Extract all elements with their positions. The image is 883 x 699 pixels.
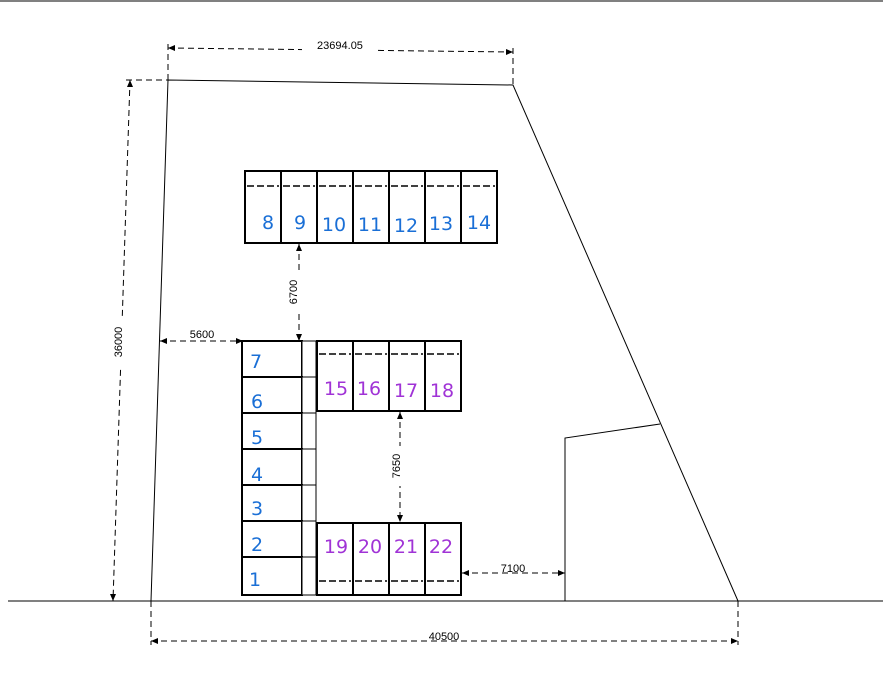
unit-2: 2	[241, 520, 317, 558]
dimension-inner-gap: 7650	[388, 412, 403, 522]
dimension-bottom-width: 40500	[150, 601, 739, 645]
dimension-left-height-label: 36000	[113, 327, 125, 358]
unit-label: 22	[429, 536, 453, 558]
unit-row-middle: 15 16 17 18	[316, 340, 462, 412]
unit-9: 9	[280, 170, 318, 244]
unit-22: 22	[424, 522, 462, 596]
unit-label: 6	[251, 391, 263, 413]
dimension-left-height: 36000	[110, 79, 168, 602]
unit-label: 9	[294, 212, 306, 234]
dimension-right-setback-label: 7100	[501, 563, 525, 575]
dimension-left-setback: 5600	[160, 329, 243, 344]
unit-label: 20	[358, 536, 382, 558]
unit-5: 5	[241, 412, 317, 450]
dimension-top-gap: 6700	[286, 244, 302, 341]
unit-label: 12	[394, 215, 418, 237]
dimension-inner-gap-label: 7650	[391, 454, 403, 478]
unit-20: 20	[352, 522, 390, 596]
unit-row-bottom: 19 20 21 22	[316, 522, 462, 596]
unit-6: 6	[241, 376, 317, 414]
unit-12: 12	[388, 170, 426, 244]
unit-label: 14	[467, 212, 491, 234]
unit-label: 10	[322, 214, 346, 236]
unit-3: 3	[241, 484, 317, 522]
unit-label: 21	[394, 536, 418, 558]
unit-21: 21	[388, 522, 426, 596]
unit-label: 7	[250, 351, 262, 373]
unit-label: 18	[430, 380, 454, 402]
unit-label: 17	[394, 380, 418, 402]
dimension-top-gap-label: 6700	[288, 280, 300, 304]
unit-8: 8	[244, 170, 282, 244]
dimension-bottom-width-label: 40500	[429, 631, 460, 643]
unit-label: 3	[251, 498, 263, 520]
unit-16: 16	[352, 340, 390, 412]
unit-label: 16	[357, 378, 381, 400]
site-boundary	[150, 79, 739, 602]
unit-label: 4	[251, 464, 263, 486]
unit-row-top: 8 9 10 11 12 13 14	[244, 170, 498, 244]
dimension-right-setback: 7100	[462, 563, 565, 576]
dimension-left-setback-label: 5600	[190, 329, 214, 341]
unit-11: 11	[352, 170, 390, 244]
unit-1: 1	[241, 556, 317, 596]
unit-4: 4	[241, 448, 317, 486]
unit-label: 13	[429, 213, 453, 235]
dimension-top-width-label: 23694.05	[317, 40, 363, 52]
unit-13: 13	[424, 170, 462, 244]
unit-15: 15	[316, 340, 354, 412]
unit-column-left: 7 6 5 4 3 2 1	[241, 340, 317, 596]
unit-label: 8	[262, 212, 274, 234]
unit-14: 14	[460, 170, 498, 244]
unit-17: 17	[388, 340, 426, 412]
unit-7: 7	[241, 340, 317, 378]
side-building-outline	[564, 423, 661, 601]
unit-label: 2	[251, 534, 263, 556]
unit-label: 1	[249, 569, 261, 591]
unit-label: 11	[358, 214, 382, 236]
unit-19: 19	[316, 522, 354, 596]
unit-10: 10	[316, 170, 354, 244]
dimension-top-width: 23694.05	[167, 38, 514, 85]
unit-label: 5	[251, 427, 263, 449]
unit-label: 19	[324, 536, 348, 558]
unit-18: 18	[424, 340, 462, 412]
unit-label: 15	[324, 378, 348, 400]
